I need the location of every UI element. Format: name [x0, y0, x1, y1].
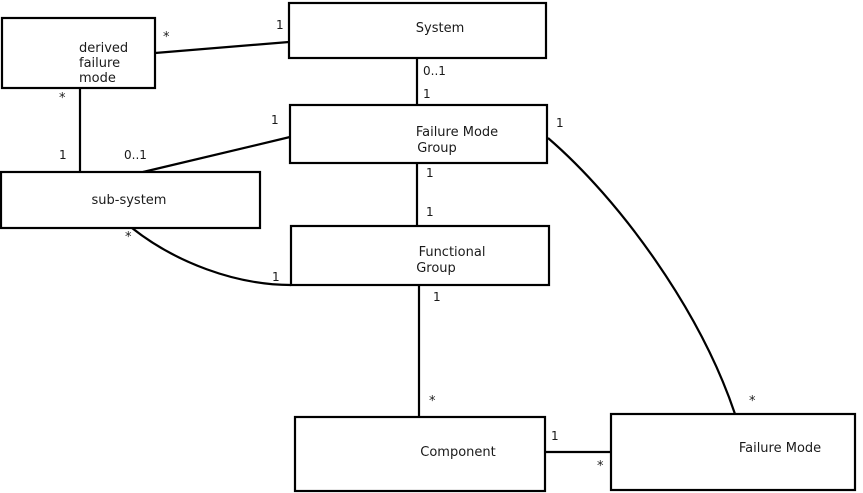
multiplicity-failure-mode-group-left: 1 — [271, 113, 279, 127]
class-name-functional-group-line1: Functional — [419, 245, 486, 260]
class-box-system[interactable] — [287, 1, 548, 60]
multiplicity-functional-group-top: 1 — [426, 205, 434, 219]
class-box-functional-group[interactable] — [289, 224, 551, 287]
association-sub-system-to-failure-mode-group[interactable] — [142, 135, 291, 174]
multiplicity-functional-group-bottom: 1 — [433, 290, 441, 304]
class-name-derived-failure-mode-line1: derived — [79, 41, 128, 56]
class-name-failure-mode-group-line1: Failure Mode — [416, 125, 498, 140]
multiplicity-component-top: * — [429, 394, 436, 409]
class-component[interactable]: Component — [293, 415, 547, 493]
class-box-sub-system[interactable] — [0, 170, 262, 230]
multiplicity-failure-mode-group-top: 1 — [423, 87, 431, 101]
class-failure-mode[interactable]: Failure Mode — [609, 412, 857, 492]
class-system[interactable]: System — [287, 1, 548, 60]
class-box-failure-mode-group[interactable] — [288, 103, 549, 165]
multiplicity-system-left: 1 — [276, 18, 284, 32]
association-derived-failure-mode-to-system[interactable] — [154, 40, 290, 55]
class-functional-group[interactable]: Functional Group — [289, 224, 551, 287]
multiplicity-functional-group-left: 1 — [272, 270, 280, 284]
class-box-component[interactable] — [293, 415, 547, 493]
class-box-failure-mode[interactable] — [609, 412, 857, 492]
class-name-sub-system: sub-system — [92, 193, 167, 208]
class-failure-mode-group[interactable]: Failure Mode Group — [288, 103, 549, 165]
multiplicity-sub-system-bottom: * — [125, 230, 132, 245]
multiplicity-failure-mode-top: * — [749, 394, 756, 409]
multiplicity-labels: * 1 0..1 1 * 1 1 0..1 1 1 1 * 1 1 * 1 * … — [59, 18, 756, 474]
class-name-system: System — [416, 21, 464, 36]
multiplicity-system-bottom: 0..1 — [423, 64, 446, 78]
class-name-functional-group-line2: Group — [416, 261, 456, 276]
association-failure-mode-group-to-failure-mode[interactable] — [547, 137, 737, 415]
multiplicity-sub-system-to-failure-mode-group: 0..1 — [124, 148, 147, 162]
class-name-derived-failure-mode-line2: failure — [79, 56, 120, 71]
multiplicity-failure-mode-group-right: 1 — [556, 116, 564, 130]
multiplicity-derived-failure-mode-bottom: * — [59, 91, 66, 106]
multiplicity-derived-failure-mode-to-system: * — [163, 30, 170, 45]
association-lines — [78, 40, 737, 454]
class-name-failure-mode: Failure Mode — [739, 441, 821, 456]
class-derived-failure-mode[interactable]: derived failure mode — [0, 16, 157, 90]
class-name-failure-mode-group-line2: Group — [417, 141, 457, 156]
multiplicity-sub-system-top: 1 — [59, 148, 67, 162]
multiplicity-failure-mode-left: * — [597, 459, 604, 474]
class-box-derived-failure-mode[interactable] — [0, 16, 157, 90]
class-name-derived-failure-mode-line3: mode — [79, 71, 116, 86]
class-name-component: Component — [420, 445, 495, 460]
multiplicity-component-right: 1 — [551, 429, 559, 443]
multiplicity-failure-mode-group-bottom: 1 — [426, 166, 434, 180]
class-sub-system[interactable]: sub-system — [0, 170, 262, 230]
association-sub-system-to-functional-group[interactable] — [131, 227, 292, 287]
